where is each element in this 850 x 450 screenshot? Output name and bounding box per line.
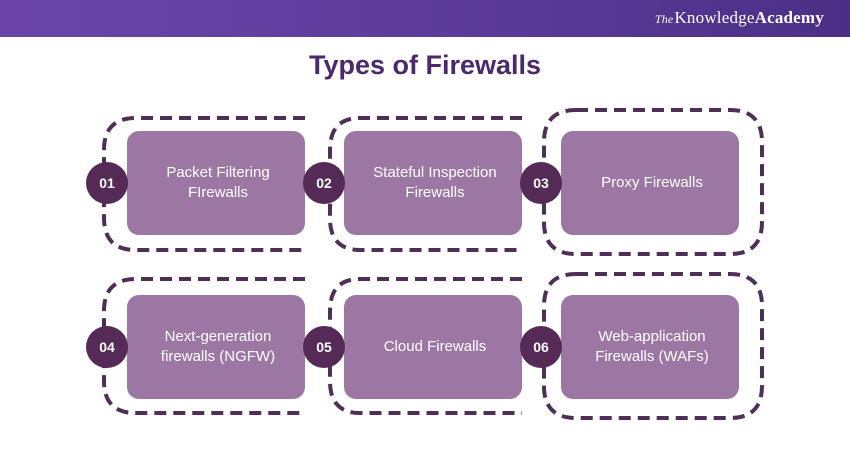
number-badge: 02 — [303, 162, 345, 204]
header-bar: TheKnowledgeAcademy — [0, 0, 850, 37]
firewall-card-cloud: Cloud Firewalls — [344, 295, 522, 399]
firewall-card-packet-filtering: Packet Filtering FIrewalls — [127, 131, 305, 235]
card-label: Proxy Firewalls — [601, 174, 703, 191]
page-title: Types of Firewalls — [308, 50, 542, 80]
number-badge: 03 — [520, 162, 562, 204]
firewall-card-next-generation: Next-generation firewalls (NGFW) — [127, 295, 305, 399]
number-badge: 05 — [303, 326, 345, 368]
card-label: Next-generation firewalls (NGFW) — [160, 328, 276, 365]
connector-frame-6 — [542, 272, 764, 420]
card-label: Cloud Firewalls — [383, 338, 487, 355]
firewall-card-web-application: Web-application Firewalls (WAFs) — [561, 295, 739, 399]
card-label: Stateful Inspection Firewalls — [373, 164, 497, 201]
brand-word-knowledge: Knowledge — [674, 8, 755, 27]
number-badge: 01 — [86, 162, 128, 204]
connector-frame-3 — [542, 108, 764, 256]
card-label: Packet Filtering FIrewalls — [166, 164, 270, 201]
brand-prefix: The — [654, 12, 674, 26]
firewall-card-proxy: Proxy Firewalls — [561, 131, 739, 235]
card-label: Web-application Firewalls (WAFs) — [595, 328, 709, 365]
firewall-card-stateful-inspection: Stateful Inspection Firewalls — [344, 131, 522, 235]
brand-logo[interactable]: TheKnowledgeAcademy — [655, 8, 824, 29]
number-badge: 04 — [86, 326, 128, 368]
brand-word-academy: Academy — [754, 8, 824, 27]
connector-frame-2 — [328, 116, 522, 252]
number-badge: 06 — [520, 326, 562, 368]
